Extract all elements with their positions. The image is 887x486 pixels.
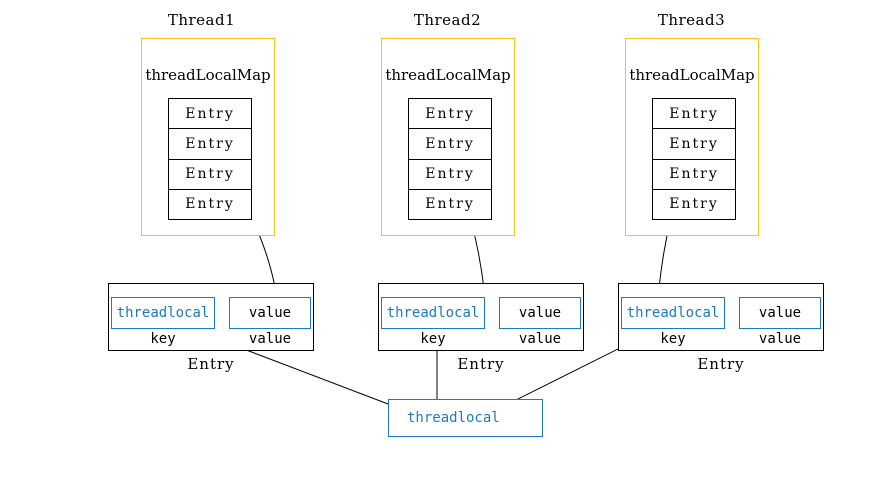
entry-cell: Entry — [409, 158, 491, 189]
thread3-entry-struct: threadlocal value key value — [618, 283, 824, 351]
thread3-threadlocalmap-box — [625, 38, 759, 236]
thread2-threadlocalmap-box — [381, 38, 515, 236]
thread2-title: Thread2 — [413, 11, 482, 29]
entry-cell: Entry — [169, 188, 251, 219]
entry-cell: Entry — [409, 128, 491, 158]
thread1-value-label: value — [248, 331, 292, 347]
thread1-threadlocalmap-box — [141, 38, 275, 236]
entry-cell: Entry — [409, 188, 491, 219]
thread3-map-label: threadLocalMap — [629, 66, 755, 84]
thread3-entry-caption: Entry — [697, 355, 745, 373]
thread1-key-label: key — [150, 331, 176, 347]
thread2-entry-stack: Entry Entry Entry Entry — [408, 98, 492, 220]
thread1-map-label: threadLocalMap — [145, 66, 271, 84]
thread2-entry-struct: threadlocal value key value — [378, 283, 584, 351]
entry-cell: Entry — [425, 105, 475, 122]
thread2-value-label: value — [518, 331, 562, 347]
entry-cell: Entry — [169, 158, 251, 189]
entry-cell: Entry — [653, 188, 735, 219]
thread3-value-label: value — [758, 331, 802, 347]
shared-threadlocal-box: threadlocal — [388, 399, 543, 437]
thread1-entry-struct: threadlocal value key value — [108, 283, 314, 351]
thread2-map-label: threadLocalMap — [385, 66, 511, 84]
thread2-value-box: value — [499, 297, 581, 329]
thread3-value-box: value — [739, 297, 821, 329]
shared-threadlocal-label: threadlocal — [407, 410, 500, 426]
entry-cell: Entry — [169, 128, 251, 158]
thread3-title: Thread3 — [657, 11, 726, 29]
thread3-threadlocal-key-box: threadlocal — [621, 297, 725, 329]
thread1-entry-stack: Entry Entry Entry Entry — [168, 98, 252, 220]
thread2-key-label: key — [420, 331, 446, 347]
thread3-key-label: key — [660, 331, 686, 347]
thread1-title: Thread1 — [167, 11, 236, 29]
thread2-entry-caption: Entry — [457, 355, 505, 373]
thread1-value-box: value — [229, 297, 311, 329]
entry-cell: Entry — [669, 105, 719, 122]
thread1-entry-caption: Entry — [187, 355, 235, 373]
entry-cell: Entry — [653, 128, 735, 158]
thread3-entry-stack: Entry Entry Entry Entry — [652, 98, 736, 220]
thread2-threadlocal-key-box: threadlocal — [381, 297, 485, 329]
entry-cell: Entry — [185, 105, 235, 122]
thread1-threadlocal-key-box: threadlocal — [111, 297, 215, 329]
entry-cell: Entry — [653, 158, 735, 189]
